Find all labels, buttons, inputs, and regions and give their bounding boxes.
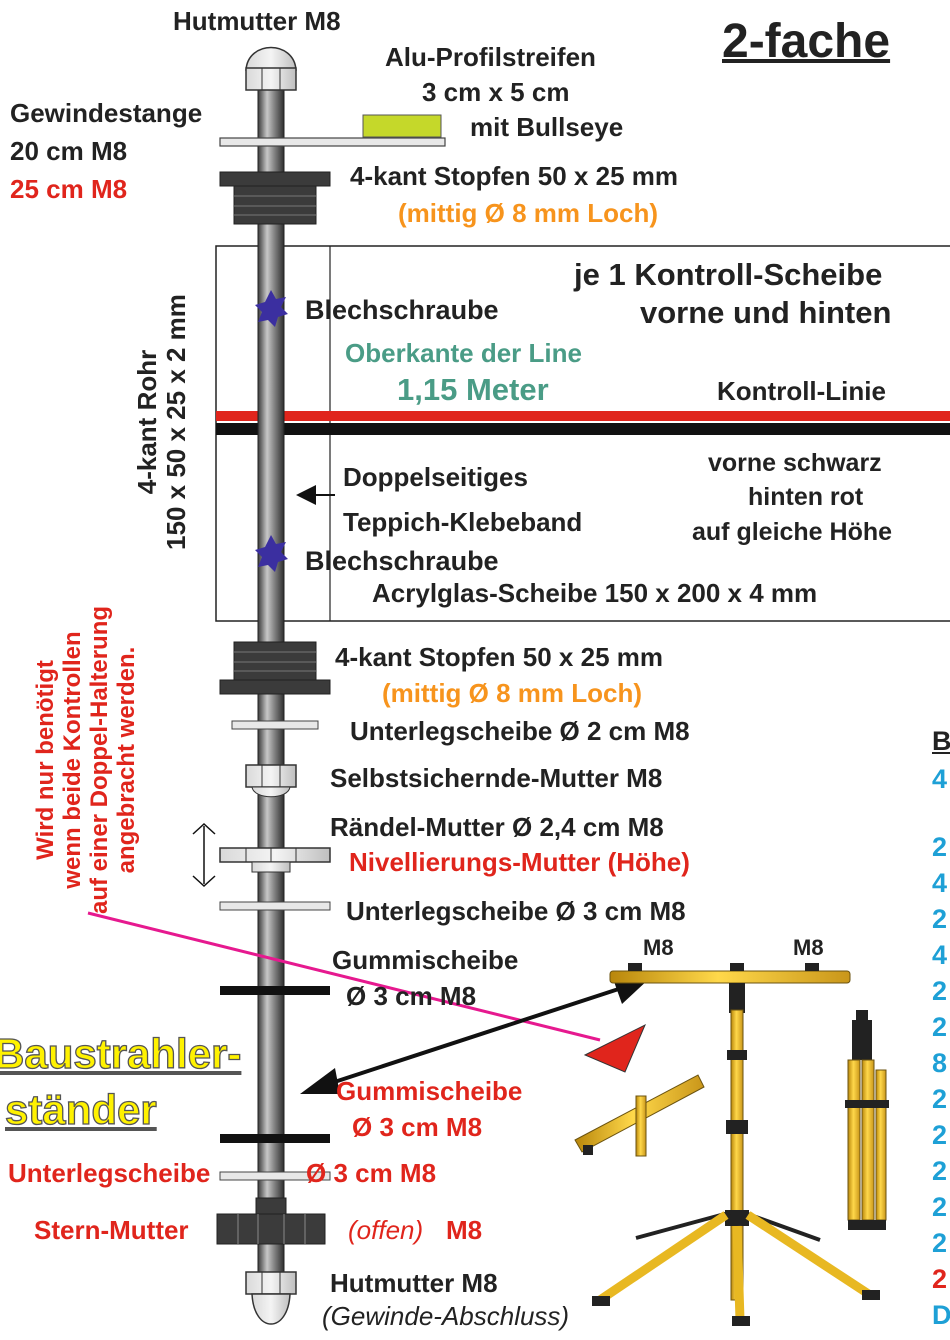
sheet-screw-top xyxy=(255,290,288,327)
label-stopfen2-1: 4-kant Stopfen 50 x 25 mm xyxy=(335,642,663,672)
parts-list-item: 2 xyxy=(932,1192,948,1222)
self-locking-nut xyxy=(245,764,297,788)
label-unterleg-2: Unterlegscheibe Ø 3 cm M8 xyxy=(346,896,686,926)
label-blechschraube-2: Blechschraube xyxy=(305,546,499,576)
label-alu-3: mit Bullseye xyxy=(470,112,624,142)
label-gewinde-2: 20 cm M8 xyxy=(10,136,128,166)
parts-list-item: 2 xyxy=(932,1012,948,1042)
label-vorne-1: vorne schwarz xyxy=(708,449,882,477)
washer-bottom xyxy=(219,1171,331,1181)
note-line-3: auf einer Doppel-Halterung xyxy=(85,605,113,915)
label-gewinde-3: 25 cm M8 xyxy=(10,174,128,204)
label-m8-right: M8 xyxy=(793,935,824,960)
label-unterleg-1: Unterlegscheibe Ø 2 cm M8 xyxy=(350,716,690,746)
parts-list-item: 4 xyxy=(932,868,948,898)
control-line-black xyxy=(216,423,950,435)
label-m8-left: M8 xyxy=(643,935,674,960)
label-doppel-1: Doppelseitiges xyxy=(343,462,528,492)
label-acryl: Acrylglas-Scheibe 150 x 200 x 4 mm xyxy=(372,578,818,608)
label-gewinde-1: Gewindestange xyxy=(10,98,203,128)
folded-tripod xyxy=(845,1010,889,1230)
label-gummi1-2: Ø 3 cm M8 xyxy=(346,981,477,1011)
knurled-nut xyxy=(219,847,331,863)
bottom-plug xyxy=(233,641,317,681)
label-oberkante-1: Oberkante der Line xyxy=(345,338,582,368)
label-alu-2: 3 cm x 5 cm xyxy=(422,77,570,107)
parts-list-item: 2 xyxy=(932,976,948,1006)
label-stopfen2-2: (mittig Ø 8 mm Loch) xyxy=(382,678,642,708)
label-oberkante-2: 1,15 Meter xyxy=(397,372,549,407)
parts-list-item: 8 xyxy=(932,1048,948,1078)
threaded-rod xyxy=(257,79,285,1311)
parts-list-item: 2 xyxy=(932,1264,948,1294)
label-unterleg-3-left: Unterlegscheibe xyxy=(8,1158,211,1188)
label-kontroll-linie: Kontroll-Linie xyxy=(717,376,886,406)
label-gummi2-2: Ø 3 cm M8 xyxy=(352,1112,483,1142)
magenta-pointer xyxy=(87,911,601,1042)
label-nivell: Nivellierungs-Mutter (Höhe) xyxy=(349,847,690,877)
parts-list-item: 2 xyxy=(932,904,948,934)
label-rohr-2: 150 x 50 x 25 x 2 mm xyxy=(161,294,192,550)
parts-list-item: 4 xyxy=(932,940,948,970)
page-title: 2-fache xyxy=(722,15,891,68)
control-line-red xyxy=(216,411,950,421)
label-doppel-2: Teppich-Klebeband xyxy=(343,507,583,537)
parts-list-item: 2 xyxy=(932,1156,948,1186)
note-line-4: angebracht werden. xyxy=(112,646,140,874)
label-stopfen1-1: 4-kant Stopfen 50 x 25 mm xyxy=(350,161,678,191)
washer-3cm xyxy=(219,901,331,911)
note-doppel-halterung: Wird nur benötigt wenn beide Kontrollen … xyxy=(32,570,173,950)
label-baustrahler-2: ständer xyxy=(4,1086,157,1133)
top-acorn-nut xyxy=(245,46,297,71)
label-hutmutter-bottom: Hutmutter M8 xyxy=(330,1268,498,1298)
parts-list-item: 4 xyxy=(932,764,948,794)
label-unterleg-3-right: Ø 3 cm M8 xyxy=(306,1158,437,1188)
label-hutmutter-top: Hutmutter M8 xyxy=(173,6,341,36)
label-offen: (offen) xyxy=(348,1215,424,1245)
parts-list-item: 2 xyxy=(932,832,948,862)
label-gummi2-1: Gummischeibe xyxy=(336,1076,523,1106)
label-gummi1-1: Gummischeibe xyxy=(332,945,519,975)
label-selbst: Selbstsichernde-Mutter M8 xyxy=(330,763,663,793)
small-crossbar xyxy=(574,1074,705,1157)
bottom-acorn-nut xyxy=(245,1271,297,1295)
label-kontroll-scheibe-2: vorne und hinten xyxy=(640,295,892,330)
label-gewinde-abschluss: (Gewinde-Abschluss) xyxy=(322,1301,570,1331)
label-blechschraube-1: Blechschraube xyxy=(305,295,499,325)
label-alu-1: Alu-Profilstreifen xyxy=(385,42,596,72)
top-plug-flange xyxy=(219,171,331,187)
rubber-washer-top xyxy=(220,986,330,995)
label-offen-m8: M8 xyxy=(446,1215,483,1245)
rubber-washer-bottom xyxy=(220,1134,330,1143)
parts-list-item: 2 xyxy=(932,1228,948,1258)
label-rohr: 4-kant Rohr 150 x 50 x 25 x 2 mm xyxy=(132,292,197,552)
parts-list-item: 2 xyxy=(932,1120,948,1150)
parts-list-heading: B xyxy=(932,726,950,756)
note-line-1: Wird nur benötigt xyxy=(32,660,59,860)
label-vorne-3: auf gleiche Höhe xyxy=(692,518,893,546)
label-rohr-1: 4-kant Rohr xyxy=(132,349,162,495)
tripod-stand xyxy=(592,963,880,1326)
label-stopfen1-2: (mittig Ø 8 mm Loch) xyxy=(398,198,658,228)
note-line-2: wenn beide Kontrollen xyxy=(58,631,86,889)
parts-list-item: D xyxy=(932,1300,950,1330)
sheet-screw-bottom xyxy=(255,535,288,572)
alu-strip xyxy=(219,137,446,147)
label-stern: Stern-Mutter xyxy=(34,1215,189,1245)
parts-list-item: 2 xyxy=(932,1084,948,1114)
washer-2cm xyxy=(231,720,319,730)
label-baustrahler-1: Baustrahler- xyxy=(0,1030,242,1077)
label-kontroll-scheibe-1: je 1 Kontroll-Scheibe xyxy=(574,257,883,292)
double-arrow xyxy=(309,980,641,1092)
star-nut xyxy=(255,1197,287,1215)
bullseye xyxy=(362,114,442,138)
label-vorne-2: hinten rot xyxy=(748,483,864,511)
label-raendel: Rändel-Mutter Ø 2,4 cm M8 xyxy=(330,812,664,842)
